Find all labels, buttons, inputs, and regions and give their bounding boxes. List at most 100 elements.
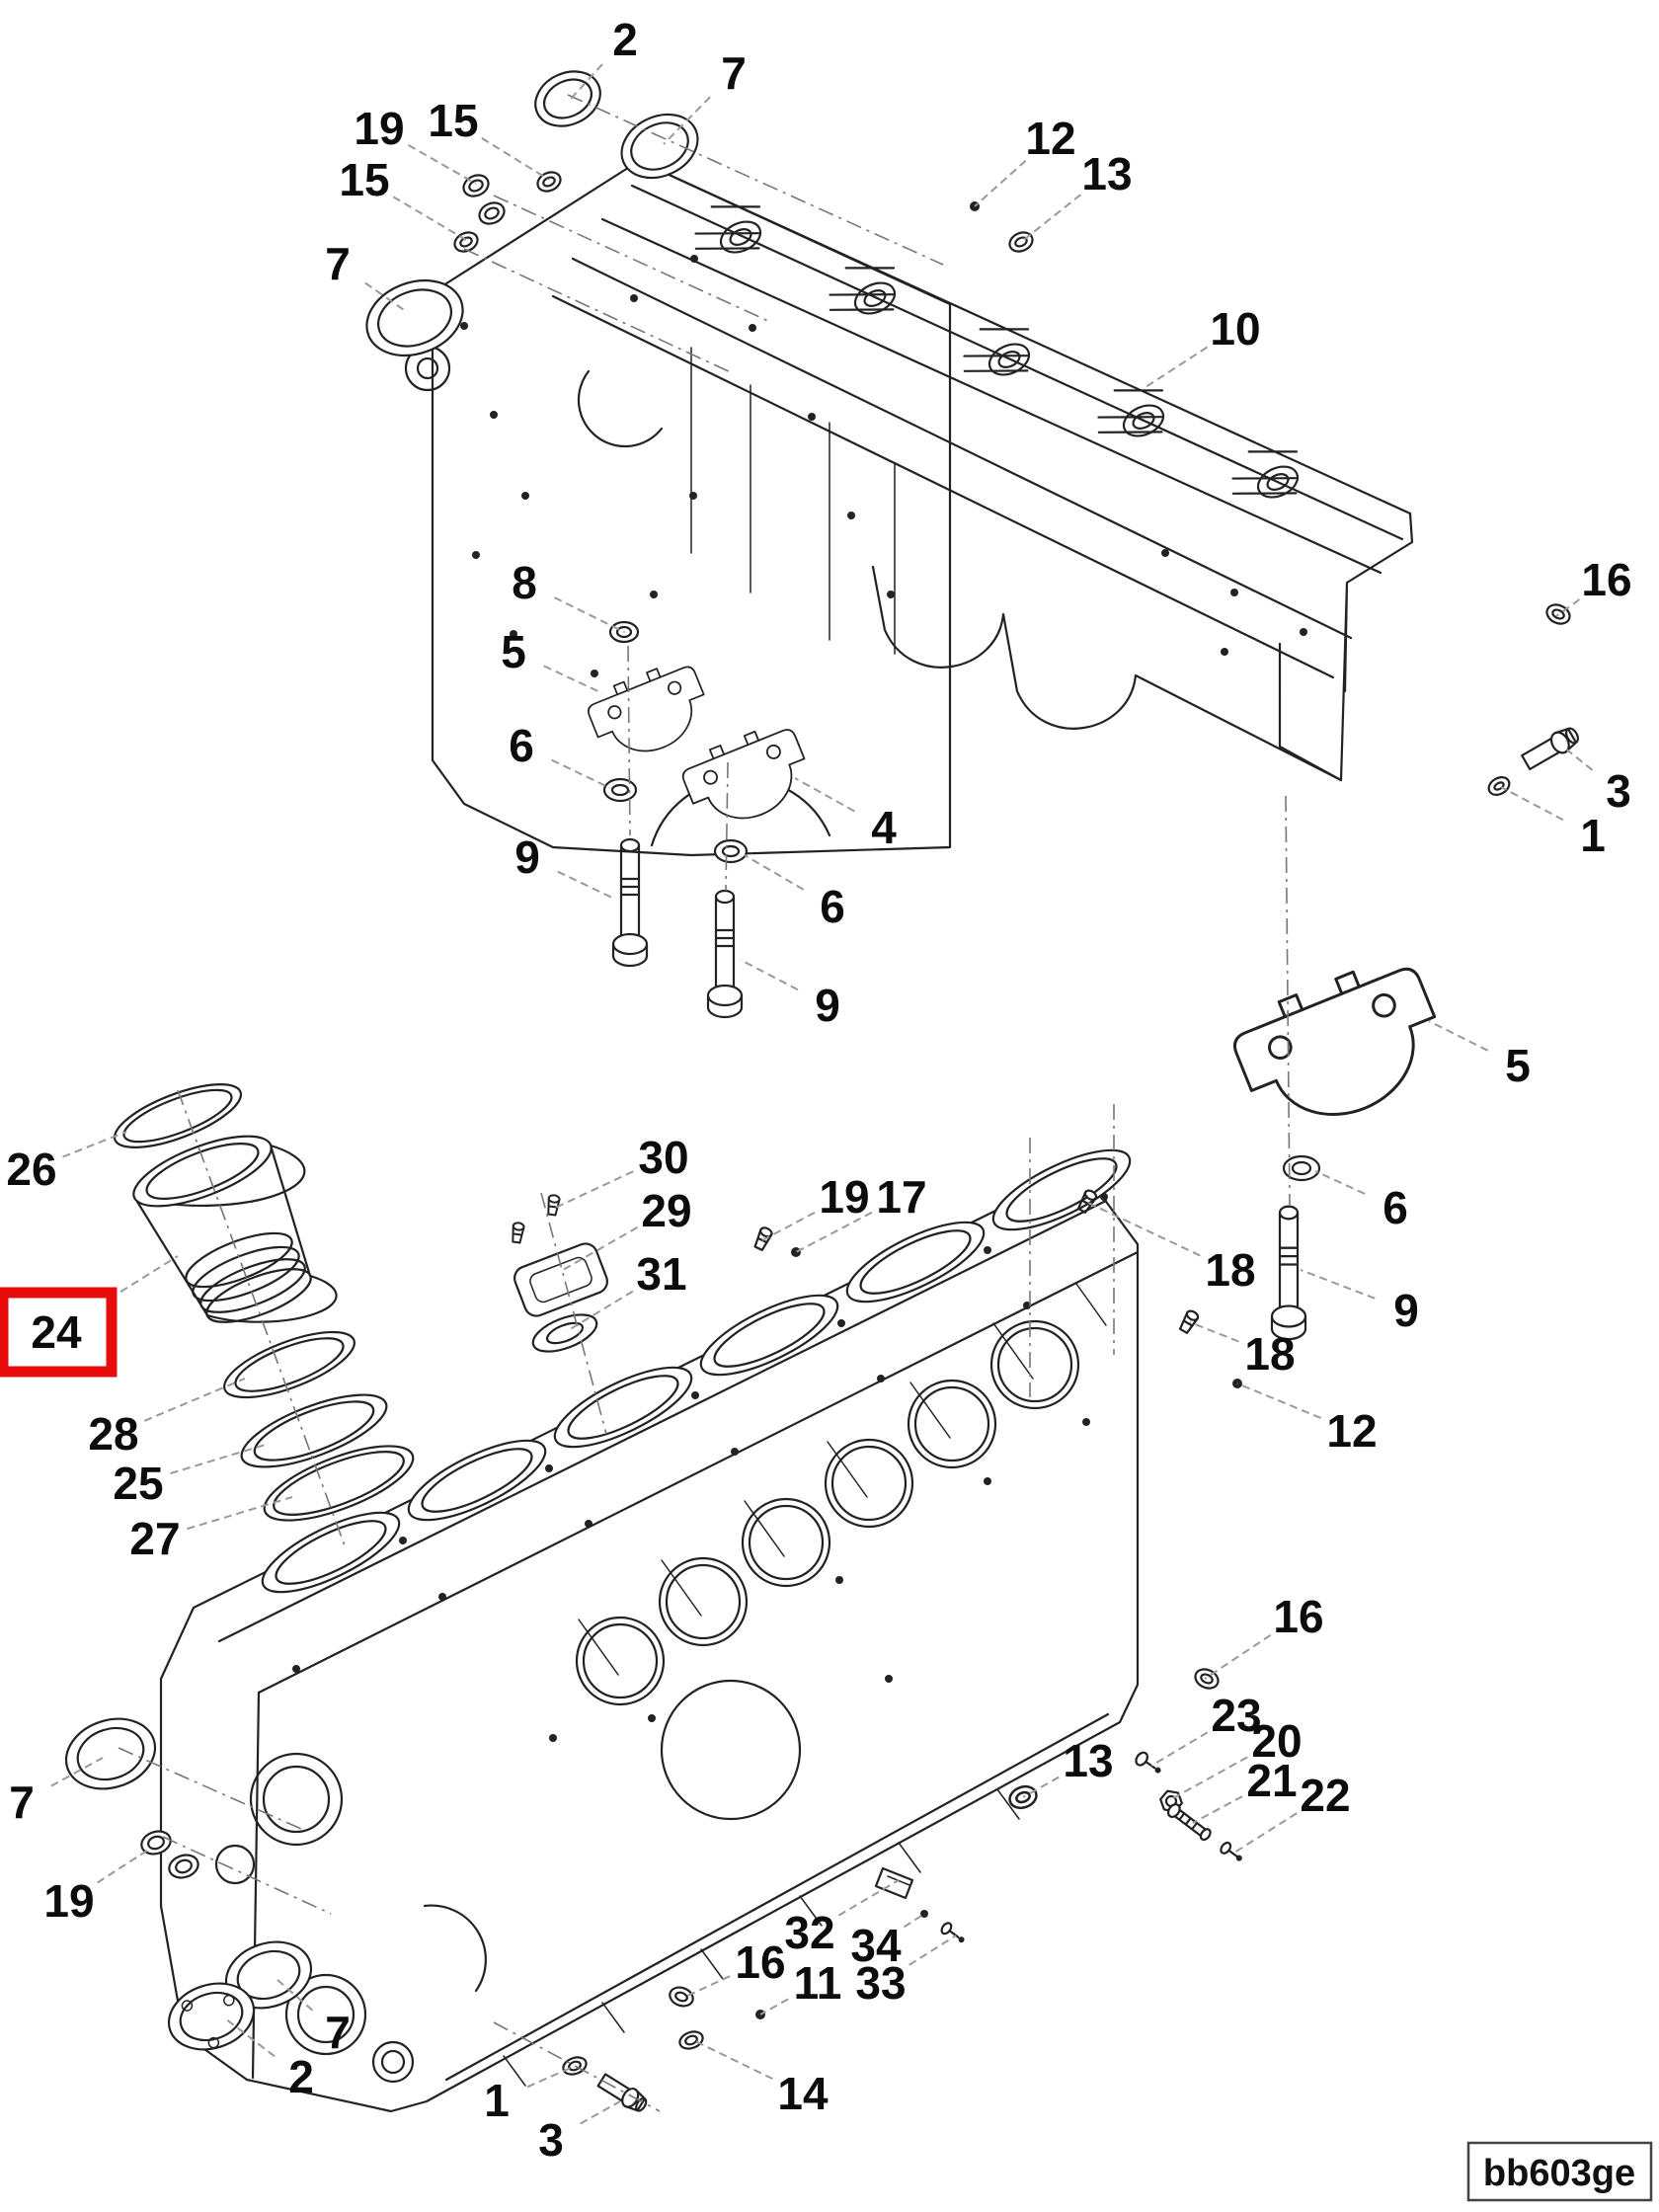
callout-3-52[interactable]: 3 — [538, 2114, 564, 2166]
callout-15-3[interactable]: 15 — [428, 95, 478, 146]
callout-25-28[interactable]: 25 — [113, 1458, 163, 1509]
gasket-icon — [531, 1313, 598, 1353]
callout-22-39[interactable]: 22 — [1300, 1770, 1350, 1821]
callout-13-40[interactable]: 13 — [1063, 1735, 1113, 1786]
callout-6-20[interactable]: 6 — [1382, 1182, 1408, 1233]
callout-1-51[interactable]: 1 — [484, 2075, 510, 2126]
callout-9-13[interactable]: 9 — [514, 831, 540, 883]
callout-29-31[interactable]: 29 — [641, 1185, 691, 1236]
callout-5-19[interactable]: 5 — [1505, 1040, 1531, 1091]
leader-line-2-50 — [224, 2017, 276, 2058]
callout-6-17[interactable]: 6 — [820, 881, 845, 932]
seal-ring-icon — [240, 1393, 388, 1468]
leader-line-18-23 — [1189, 1321, 1239, 1343]
leader-line-34-42 — [903, 1913, 925, 1929]
leader-line-27-29 — [187, 1496, 293, 1531]
small-ring-icon — [478, 201, 506, 225]
callout-11-44[interactable]: 11 — [794, 1957, 842, 2009]
callout-13-7[interactable]: 13 — [1081, 148, 1132, 199]
callout-4-16[interactable]: 4 — [871, 802, 897, 853]
callout-33-45[interactable]: 33 — [855, 1957, 906, 2009]
leader-line-5-19 — [1428, 1020, 1489, 1052]
figure-code: bb603ge — [1483, 2153, 1635, 2194]
callout-28-27[interactable]: 28 — [88, 1408, 138, 1460]
callout-16-43[interactable]: 16 — [735, 1936, 785, 1988]
callout-2-50[interactable]: 2 — [288, 2051, 314, 2102]
callout-16-9[interactable]: 16 — [1581, 554, 1631, 605]
leader-line-7-49 — [276, 1978, 314, 2012]
callout-19-33[interactable]: 19 — [819, 1171, 869, 1223]
leader-line-15-4 — [392, 196, 467, 241]
callout-1-15[interactable]: 1 — [1580, 810, 1606, 861]
leader-line-9-22 — [1300, 1269, 1376, 1300]
screw-icon — [1220, 1841, 1242, 1861]
callout-7-5[interactable]: 7 — [325, 238, 351, 289]
callout-8-10[interactable]: 8 — [512, 557, 537, 608]
callout-16-35[interactable]: 16 — [1273, 1591, 1323, 1642]
assembly-axis-lines — [118, 94, 1291, 2112]
callout-17-34[interactable]: 17 — [876, 1171, 926, 1223]
callout-18-21[interactable]: 18 — [1205, 1244, 1255, 1296]
leader-line-2-0 — [570, 63, 603, 100]
o-ring-icon — [1487, 776, 1511, 796]
callout-14-46[interactable]: 14 — [777, 2068, 829, 2119]
leader-line-6-17 — [744, 854, 805, 891]
small-ring-icon — [462, 174, 490, 198]
callout-30-30[interactable]: 30 — [638, 1132, 688, 1183]
leader-line-9-13 — [557, 870, 615, 900]
leader-line-6-20 — [1314, 1170, 1366, 1195]
callout-15-4[interactable]: 15 — [339, 154, 389, 205]
leader-line-13-7 — [1020, 194, 1082, 243]
callout-34-42[interactable]: 34 — [850, 1920, 902, 1971]
leader-line-18-21 — [1087, 1202, 1201, 1257]
stud-icon — [1177, 1307, 1201, 1335]
callout-26-25[interactable]: 26 — [6, 1144, 56, 1195]
callout-7-49[interactable]: 7 — [325, 2007, 351, 2058]
washer-icon — [602, 777, 638, 803]
callout-23-36[interactable]: 23 — [1211, 1690, 1261, 1741]
callout-10-8[interactable]: 10 — [1210, 303, 1260, 355]
leader-line-24-26 — [109, 1255, 179, 1300]
callout-9-22[interactable]: 9 — [1393, 1285, 1419, 1336]
callout-21-38[interactable]: 21 — [1246, 1755, 1297, 1806]
leader-line-15-3 — [481, 137, 550, 181]
callout-27-29[interactable]: 27 — [129, 1513, 180, 1564]
callout-24-26[interactable]: 24 — [31, 1306, 82, 1358]
callout-7-1[interactable]: 7 — [721, 47, 747, 99]
leader-line-16-43 — [684, 1975, 731, 1998]
callout-32-41[interactable]: 32 — [784, 1907, 834, 1958]
screw-icon — [940, 1922, 965, 1943]
leader-line-11-44 — [759, 1998, 789, 2015]
callout-6-12[interactable]: 6 — [509, 720, 534, 771]
callout-7-47[interactable]: 7 — [9, 1777, 35, 1828]
callout-2-0[interactable]: 2 — [612, 14, 638, 65]
leader-line-7-1 — [663, 96, 711, 145]
leader-line-14-46 — [692, 2039, 773, 2080]
callout-19-48[interactable]: 19 — [43, 1875, 94, 1927]
bolt-icon — [1135, 1751, 1161, 1774]
callout-20-37[interactable]: 20 — [1251, 1715, 1302, 1767]
callout-3-14[interactable]: 3 — [1606, 765, 1631, 817]
callout-5-11[interactable]: 5 — [501, 626, 526, 677]
bolt-icon — [510, 1221, 525, 1244]
callout-12-6[interactable]: 12 — [1025, 113, 1075, 164]
callout-18-23[interactable]: 18 — [1244, 1328, 1295, 1380]
leader-line-22-39 — [1233, 1812, 1298, 1854]
leader-line-25-28 — [170, 1443, 270, 1475]
callout-31-32[interactable]: 31 — [636, 1248, 686, 1300]
leader-line-3-14 — [1563, 747, 1594, 771]
o-ring-icon — [113, 1083, 243, 1148]
cylinder-liner-icon — [132, 1135, 338, 1323]
leader-line-16-9 — [1555, 598, 1581, 617]
washer-icon — [1282, 1154, 1321, 1182]
plug-icon — [666, 1983, 697, 2011]
leader-line-13-40 — [1022, 1776, 1060, 1798]
bearing-ring-icon — [167, 1982, 256, 2051]
callout-9-18[interactable]: 9 — [815, 980, 840, 1031]
callout-19-2[interactable]: 19 — [354, 103, 404, 154]
main-bearing-caps-and-bolts — [582, 620, 1459, 1341]
callout-12-24[interactable]: 12 — [1326, 1405, 1377, 1457]
